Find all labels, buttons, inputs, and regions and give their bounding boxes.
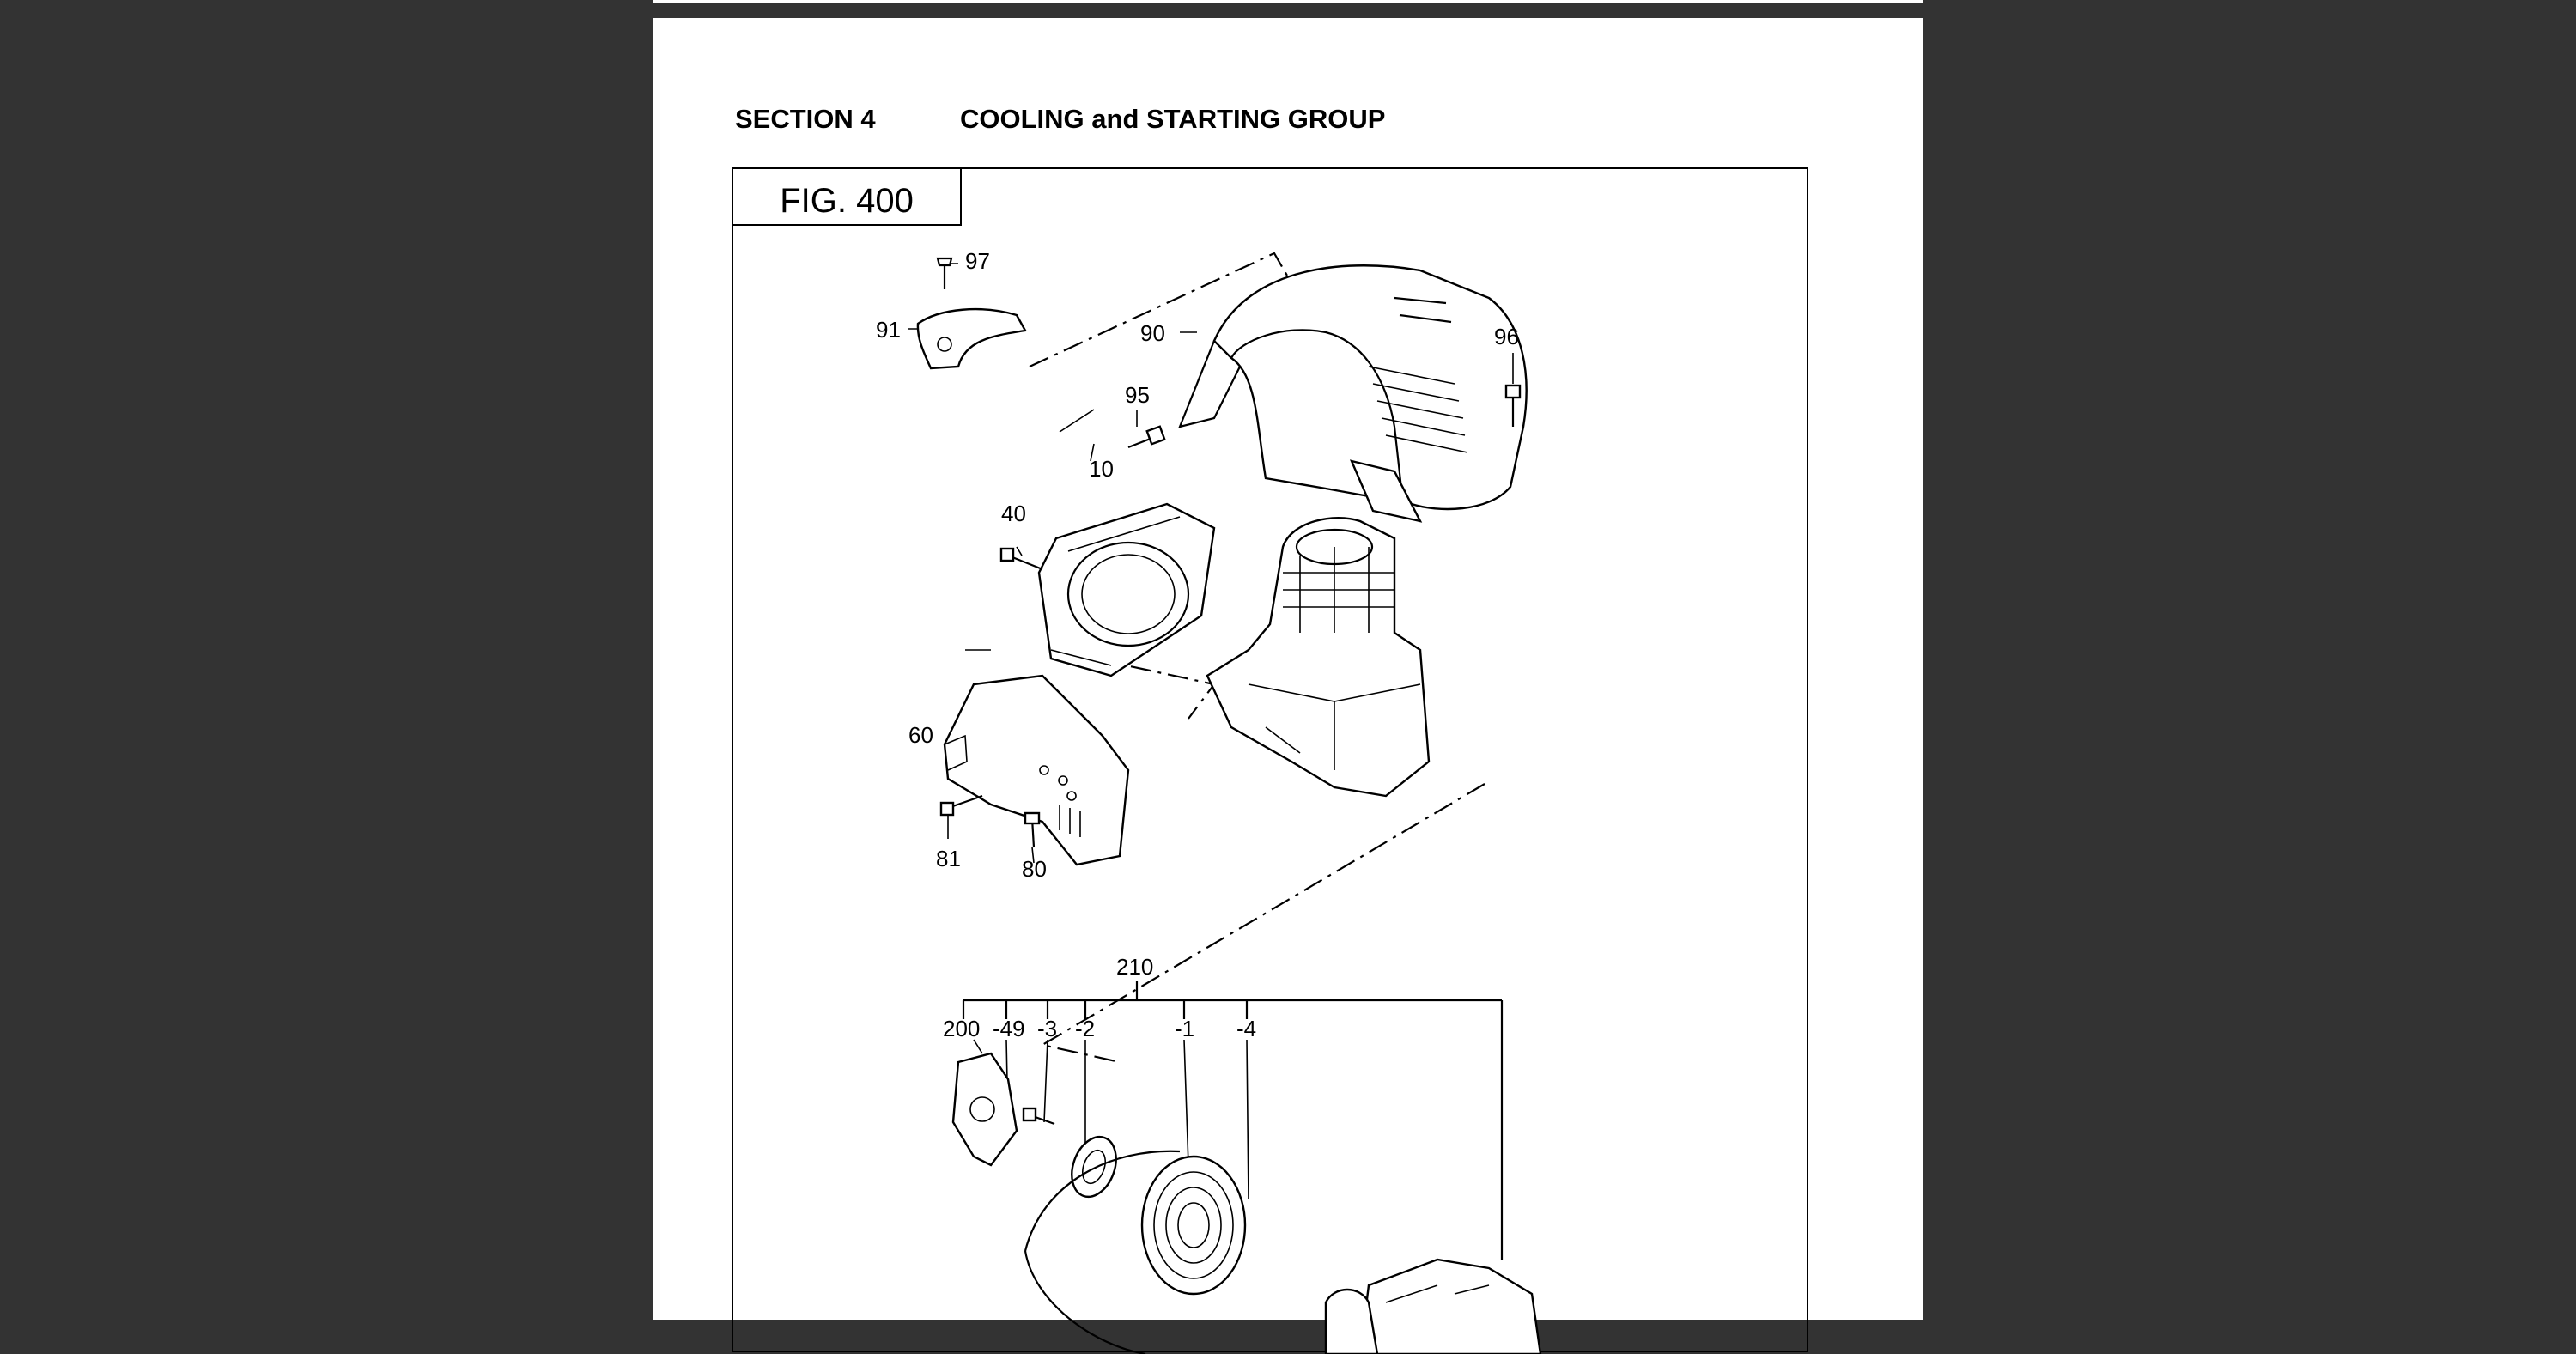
section-title: COOLING and STARTING GROUP: [960, 104, 1386, 134]
callout-minus-4: -4: [1236, 1016, 1256, 1041]
callout-81: 81: [936, 846, 961, 871]
callout-bracket-210: [962, 981, 1504, 1260]
figure-frame: FIG. 400: [732, 167, 1808, 1354]
callout-90: 90: [1140, 320, 1165, 346]
callout-minus-49: -49: [993, 1016, 1025, 1041]
callout-60: 60: [908, 722, 933, 748]
callout-minus-1: -1: [1175, 1016, 1194, 1041]
cover-clip-part-91: [916, 307, 1027, 370]
screw-part-97: [936, 257, 953, 289]
cover-plate-part-60: [943, 674, 1130, 866]
bolt-part-81: [939, 794, 983, 817]
previous-page-edge: [653, 0, 1923, 3]
callout-minus-2: -2: [1075, 1016, 1095, 1041]
fan-housing-part-10: [1037, 502, 1216, 677]
section-header: SECTION 4 COOLING and STARTING GROUP: [735, 104, 1385, 135]
callout-97: 97: [965, 248, 990, 274]
document-page: SECTION 4 COOLING and STARTING GROUP FIG.…: [653, 18, 1923, 1354]
callout-210: 210: [1116, 954, 1153, 980]
engine-block: [1206, 517, 1431, 798]
callout-40: 40: [1001, 501, 1026, 526]
bolt-part-95: [1127, 425, 1166, 449]
recoil-spring-part-1: [1140, 1155, 1247, 1296]
starter-cap-part-200: [951, 1052, 1018, 1167]
section-number: SECTION 4: [735, 104, 876, 134]
figure-label: FIG. 400: [733, 169, 962, 226]
assembly-line-engine-to-starter: [1040, 783, 1485, 1064]
callout-96: 96: [1494, 324, 1519, 349]
callout-91: 91: [876, 317, 901, 343]
engine-cover-part-90: [1178, 264, 1528, 523]
bolt-part-96: [1504, 384, 1522, 427]
callout-95: 95: [1125, 382, 1150, 408]
screw-part-40: [999, 547, 1043, 571]
callout-10: 10: [1089, 456, 1114, 482]
exploded-parts-diagram: 97 91 90 96 95 10 40 60 81 80 210 200 -4…: [876, 248, 1542, 1354]
screw-part-49: [1022, 1107, 1055, 1126]
starter-pulley-part-2: [1071, 1135, 1117, 1199]
callout-minus-3: -3: [1037, 1016, 1057, 1041]
callout-80: 80: [1022, 856, 1047, 882]
callout-200: 200: [943, 1016, 980, 1041]
bolt-part-80: [1024, 811, 1041, 848]
